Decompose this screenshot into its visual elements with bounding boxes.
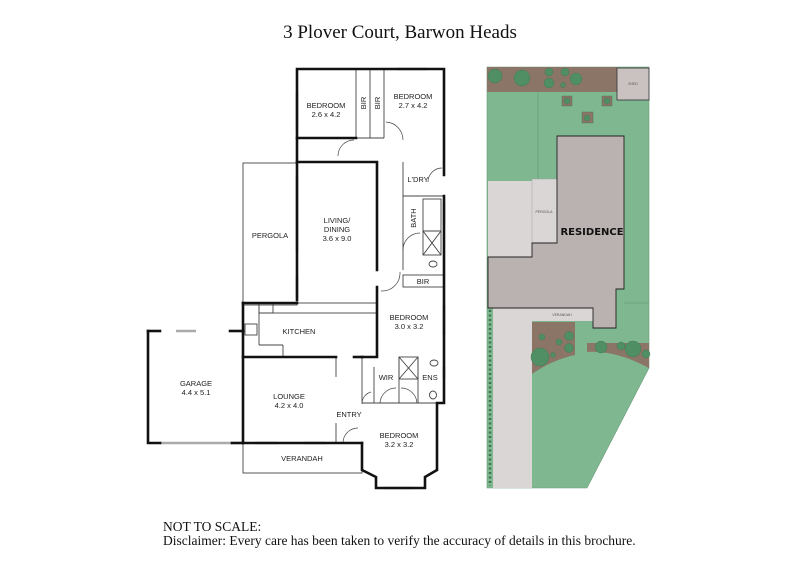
tree-icon <box>487 68 503 84</box>
driveway <box>493 308 532 488</box>
tree-icon <box>543 77 555 89</box>
pergola <box>531 178 558 244</box>
room-name: GARAGE <box>180 379 212 388</box>
room-name: BIR <box>417 277 430 286</box>
scale-note: NOT TO SCALE: <box>163 519 261 534</box>
verandah <box>532 308 593 321</box>
room-size: 2.7 x 4.2 <box>399 101 428 110</box>
room-name: KITCHEN <box>283 327 316 336</box>
room-name: BEDROOM <box>390 313 429 322</box>
paved-area <box>488 181 532 257</box>
shed <box>616 67 650 101</box>
trees <box>487 67 651 367</box>
room-name: WIR <box>379 373 394 382</box>
tree-icon <box>569 72 583 86</box>
verandah-label: VERANDAH <box>552 313 572 317</box>
tree-icon <box>564 331 574 341</box>
room-name: BIR <box>359 96 368 109</box>
site-plan: SHED PERGOLA VERANDAH RESIDENCE <box>486 66 651 489</box>
tree-icon <box>624 340 642 358</box>
residence-label: RESIDENCE <box>560 227 623 238</box>
residence <box>487 135 625 329</box>
tree-icon <box>538 333 546 341</box>
room-name: LIVING/ <box>324 216 352 225</box>
room-labels: BEDROOM 2.6 x 4.2 BEDROOM 2.7 x 4.2 BIR … <box>180 92 438 463</box>
room-name: BEDROOM <box>307 101 346 110</box>
room-size: 4.4 x 5.1 <box>182 388 211 397</box>
room-size: 3.6 x 9.0 <box>323 234 352 243</box>
tree-icon <box>594 340 608 354</box>
tree-icon <box>560 82 566 88</box>
room-name: BIR <box>373 96 382 109</box>
room-name: BATH <box>409 208 418 227</box>
room-name: ENS <box>422 373 437 382</box>
tree-icon <box>616 341 626 351</box>
room-size: 3.2 x 3.2 <box>385 440 414 449</box>
tree-icon <box>560 67 570 77</box>
room-name: BEDROOM <box>380 431 419 440</box>
tree-icon <box>564 343 574 353</box>
room-size: 2.6 x 4.2 <box>312 110 341 119</box>
room-name: ENTRY <box>336 410 361 419</box>
tree-icon <box>513 69 531 87</box>
tree-icon <box>555 338 563 346</box>
room-name: VERANDAH <box>281 454 323 463</box>
floor-plan: BEDROOM 2.6 x 4.2 BEDROOM 2.7 x 4.2 BIR … <box>146 67 446 490</box>
external-walls <box>146 67 446 490</box>
disclaimer: Disclaimer: Every care has been taken to… <box>163 533 636 548</box>
shed-label: SHED <box>628 82 638 86</box>
room-name: LOUNGE <box>273 392 305 401</box>
tree-icon <box>550 352 556 358</box>
tree-icon <box>544 67 554 77</box>
room-name: DINING <box>324 225 350 234</box>
page-title: 3 Plover Court, Barwon Heads <box>283 22 517 43</box>
room-name: L'DRY <box>407 175 428 184</box>
room-size: 4.2 x 4.0 <box>275 401 304 410</box>
tree-icon <box>641 349 651 359</box>
door-swings <box>337 121 443 444</box>
room-size: 3.0 x 3.2 <box>395 322 424 331</box>
room-name: BEDROOM <box>394 92 433 101</box>
room-name: PERGOLA <box>252 231 288 240</box>
pergola-label: PERGOLA <box>536 210 554 214</box>
tree-icon <box>530 347 550 367</box>
